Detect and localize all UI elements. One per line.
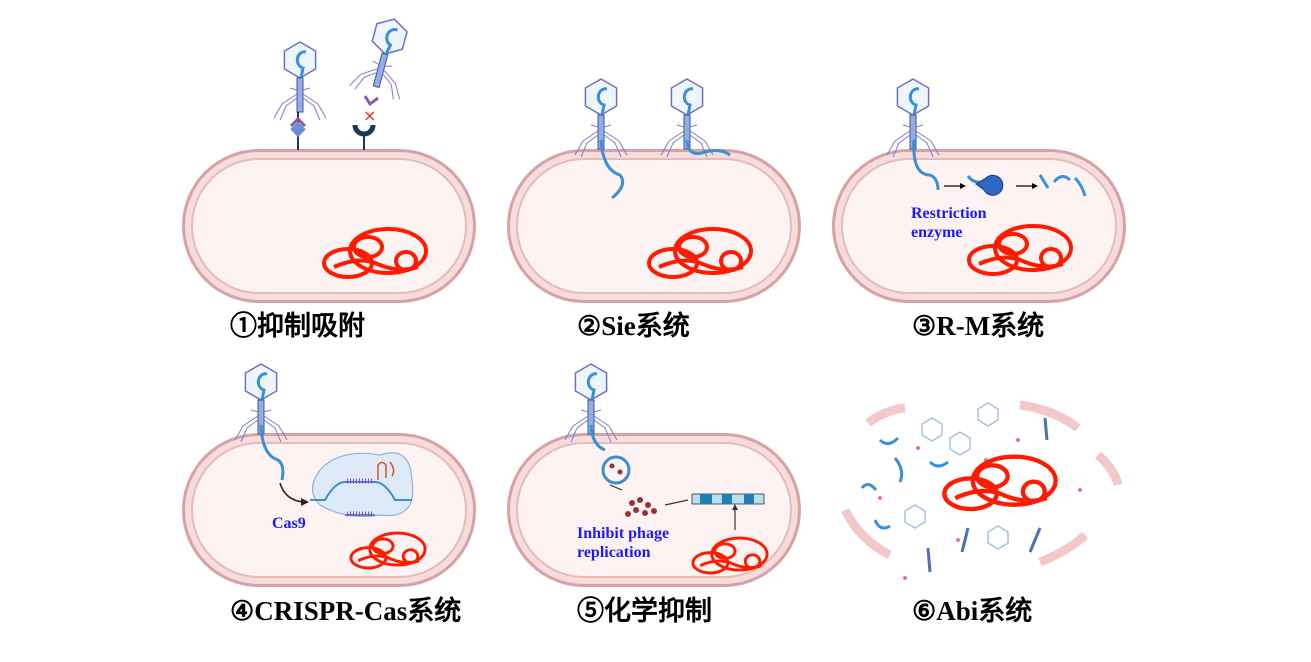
phage-icon [347,10,421,103]
panel-label: ③R-M系统 [912,310,1044,341]
inhibitor-molecules [609,463,657,517]
receptor-bound [289,112,307,150]
restriction-enzyme-label: Restriction [911,205,987,222]
restriction-enzyme-icon [975,174,1004,196]
bacterial-cell [832,149,1126,303]
restriction-enzyme-label: enzyme [911,224,963,241]
bacterial-cell [182,149,476,303]
bacterial-genome [944,457,1055,509]
cas9-label: Cas9 [272,515,306,532]
phage-dna-blocked [685,139,731,157]
inhibit-label: replication [577,544,651,561]
panel-crispr-cas: Cas9 ④CRISPR-Cas系统 [182,362,476,626]
panel-abi-system: ⑥Abi系统 [840,400,1123,626]
phage-dna [259,424,285,481]
phage-tails [926,417,1049,573]
phage-icon [272,40,328,122]
panel-label: ⑤化学抑制 [577,595,712,626]
phage-dna-fragments [860,436,949,530]
panel-label: ②Sie系统 [577,310,690,341]
panel-rm-system: Restriction enzyme ③R-M系统 [832,77,1126,341]
panel-sie-system: ②Sie系统 [507,77,801,341]
bacterial-cell [507,149,801,303]
arrow-icon [279,482,304,503]
cas9-complex [311,452,414,517]
panel-label: ⑥Abi系统 [912,595,1032,626]
arrow-icon [609,484,623,491]
circular-phage-dna [601,455,631,485]
panel-label: ①抑制吸附 [230,310,365,341]
phage-dna [912,139,940,191]
gene-cluster [691,493,765,505]
guide-rna [377,461,395,480]
cleaved-dna [1038,174,1087,197]
phage-capsids [904,402,1009,550]
panel-chemical-inhibition: Inhibit phage replication ⑤化学抑制 [507,362,801,626]
phage-dna [599,139,625,200]
receptor-blocked: × [352,95,379,150]
block-x-icon: × [363,106,376,125]
arrow-icon [664,499,689,506]
panel-label: ④CRISPR-Cas系统 [230,595,461,626]
inhibit-label: Inhibit phage [577,525,669,542]
lysed-cell-fragments [840,400,1123,567]
panel-inhibit-adsorption: × ①抑制吸附 [182,10,476,341]
